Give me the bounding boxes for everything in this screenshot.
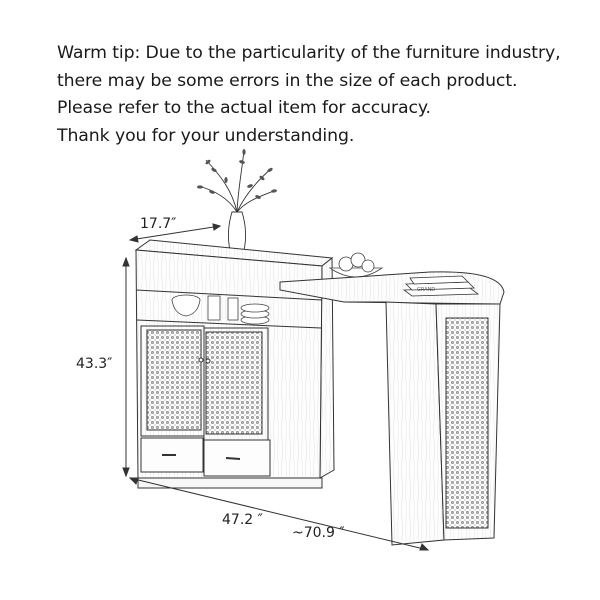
extension-table [279, 271, 505, 546]
warm-tip-text: Warm tip: Due to the particularity of th… [57, 40, 587, 150]
plant-vase [197, 149, 277, 251]
fruit-bowl [328, 252, 384, 278]
closed-width-dimension-label: 47.2 ″ [222, 512, 263, 528]
tip-line-3: Please refer to the actual item for accu… [57, 98, 431, 119]
cabinet-shelf-items [171, 294, 270, 325]
cabinet [134, 239, 335, 489]
tip-line-4: Thank you for your understanding. [57, 125, 355, 146]
depth-dimension-label: 17.7″ [140, 216, 177, 232]
book-cover-text: GRAND [417, 287, 436, 293]
open-width-dimension-label: ~70.9 ″ [292, 525, 345, 541]
book-stack [402, 275, 480, 297]
dimension-lines [122, 223, 430, 551]
height-dimension-label: 43.3″ [76, 356, 113, 372]
tip-line-2: there may be some errors in the size of … [57, 70, 518, 91]
tip-line-1: Warm tip: Due to the particularity of th… [57, 43, 561, 63]
